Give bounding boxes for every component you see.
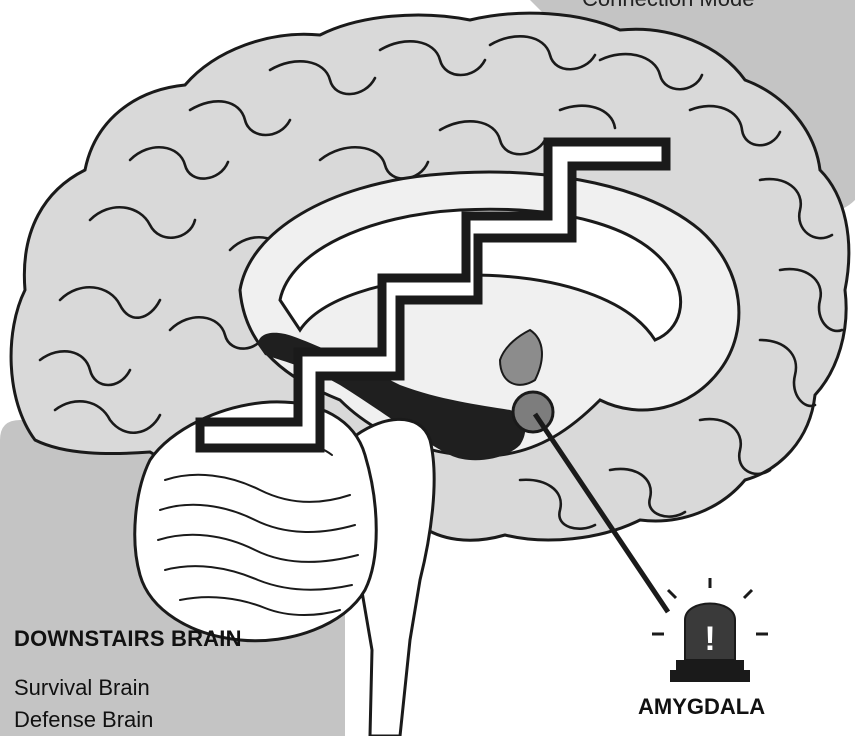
downstairs-title: DOWNSTAIRS BRAIN [14, 626, 242, 652]
downstairs-line-survival: Survival Brain [14, 675, 150, 701]
downstairs-line-defense: Defense Brain [14, 707, 153, 733]
amygdala-node [513, 392, 553, 432]
upstairs-label: Connection Mode [582, 0, 754, 12]
alarm-exclamation: ! [704, 620, 715, 658]
alarm-icon: ! [652, 578, 768, 682]
amygdala-label: AMYGDALA [638, 694, 765, 720]
